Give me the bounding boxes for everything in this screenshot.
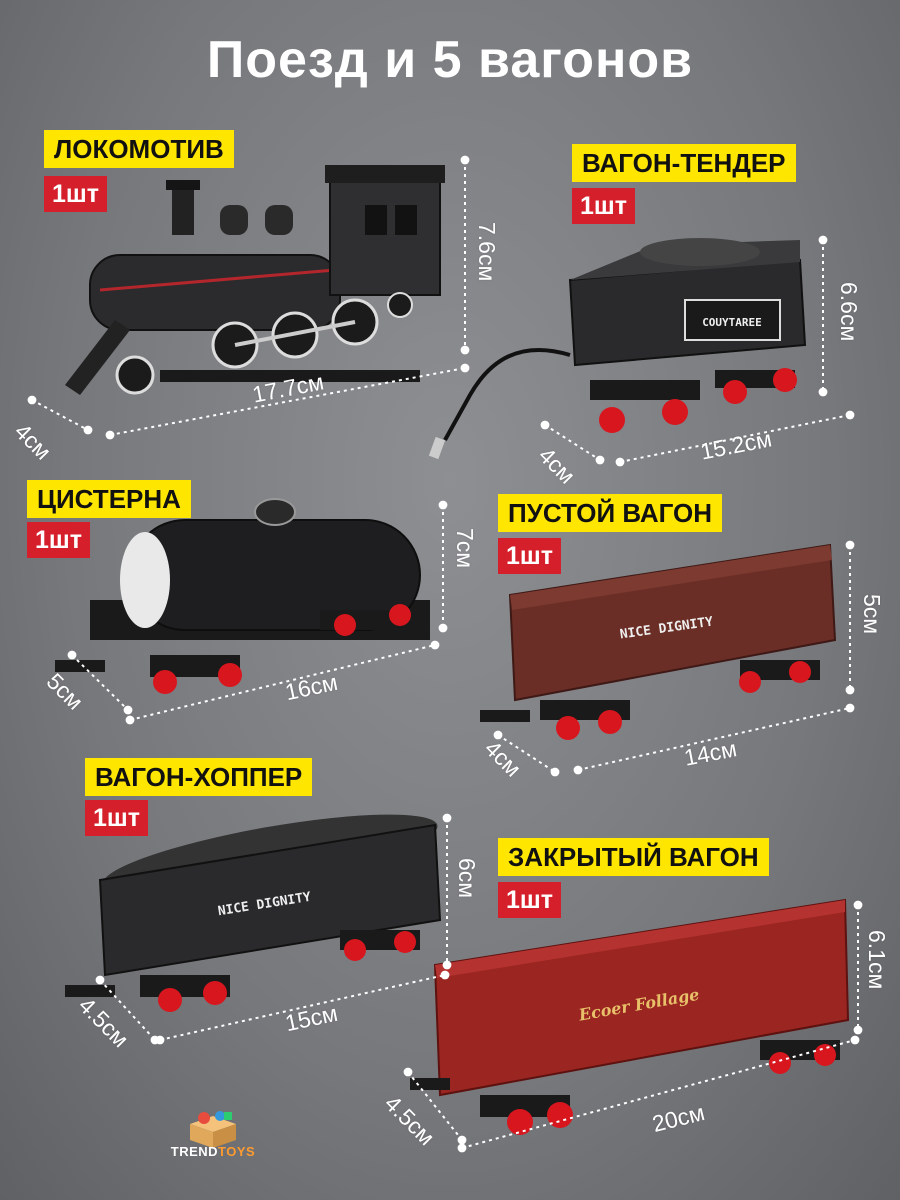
dim-empty-height: 5см (859, 594, 885, 635)
label-empty-wagon: ПУСТОЙ ВАГОН (498, 494, 723, 532)
qty-locomotive: 1шт (44, 176, 107, 212)
page-title: Поезд и 5 вагонов (206, 31, 694, 89)
label-boxcar: ЗАКРЫТЫЙ ВАГОН (498, 838, 769, 876)
hopper-wagon-image: NICE DIGNITY (65, 814, 442, 1012)
dimension-lines (27, 155, 863, 1153)
qty-tank-car: 1шт (27, 522, 90, 558)
label-tank-car: ЦИСТЕРНА (27, 480, 191, 518)
label-tender: ВАГОН-ТЕНДЕР (572, 144, 796, 182)
label-hopper: ВАГОН-ХОППЕР (85, 758, 313, 796)
locomotive-image (65, 165, 445, 395)
brand-logo: TRENDTOYS (158, 1108, 268, 1168)
tender-plate: COUYTAREE (702, 316, 762, 329)
dim-boxcar-height: 6.1см (864, 930, 890, 990)
brand-name: TRENDTOYS (170, 1144, 256, 1159)
dim-tank-height: 7см (452, 528, 478, 569)
dim-hopper-height: 6см (454, 858, 480, 899)
boxcar-image: Ecoer Follage (410, 898, 850, 1135)
qty-hopper: 1шт (85, 800, 148, 836)
toy-box-icon (190, 1111, 236, 1148)
dim-tender-height: 6.6см (836, 282, 862, 342)
qty-tender: 1шт (572, 188, 635, 224)
empty-wagon-image: NICE DIGNITY (480, 543, 837, 740)
label-locomotive: ЛОКОМОТИВ (44, 130, 234, 168)
dim-locomotive-height: 7.6см (474, 222, 500, 282)
qty-empty-wagon: 1шт (498, 538, 561, 574)
tank-car-image (55, 498, 430, 694)
qty-boxcar: 1шт (498, 882, 561, 918)
tender-image: COUYTAREE (428, 238, 807, 460)
